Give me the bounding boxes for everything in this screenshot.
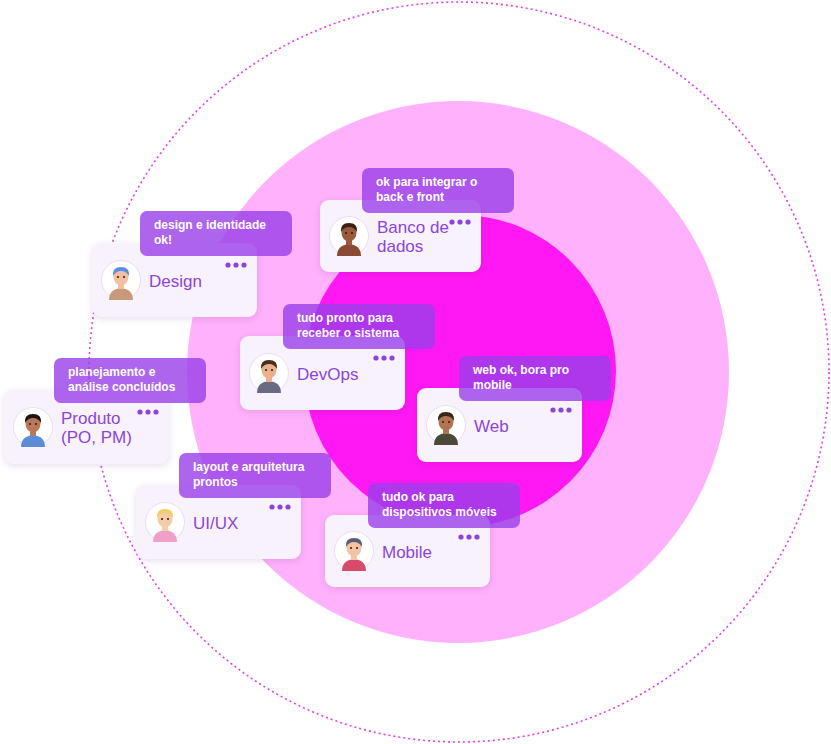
avatar-icon (249, 353, 289, 393)
menu-dot (449, 219, 454, 224)
menu-dot (558, 407, 563, 412)
role-name: Web (474, 417, 554, 436)
avatar-hair (346, 538, 362, 547)
avatar-icon (145, 502, 185, 542)
menu-dot (550, 407, 555, 412)
menu-dot (225, 262, 230, 267)
menu-dot (457, 219, 462, 224)
avatar-icon (426, 405, 466, 445)
avatar-eye (350, 547, 352, 549)
menu-dot (566, 407, 571, 412)
menu-dots (225, 262, 247, 268)
avatar-shirt (257, 381, 281, 393)
avatar-eye (29, 423, 31, 425)
menu-dots (269, 504, 291, 510)
speech-bubble: ok para integrar o back e front (362, 168, 514, 213)
avatar-hair (25, 414, 41, 423)
avatar-shirt (342, 559, 366, 571)
avatar-ground (102, 261, 141, 300)
avatar-hair (438, 412, 454, 421)
avatar-shirt (434, 433, 458, 445)
avatar-ground (330, 217, 369, 256)
avatar-icon (329, 216, 369, 256)
bubble-text: web ok, bora pro mobile (473, 363, 599, 393)
menu-dot (233, 262, 238, 267)
avatar-ground (250, 354, 289, 393)
avatar-eye (161, 518, 163, 520)
avatar-ground (146, 503, 185, 542)
avatar-eye (265, 369, 267, 371)
menu-dot (458, 534, 463, 539)
middle-circle (187, 101, 729, 643)
menu-dot (241, 262, 246, 267)
role-name: Mobile (382, 543, 462, 562)
avatar-icon (334, 531, 374, 571)
avatar-eye (35, 423, 37, 425)
avatar-ground (427, 406, 466, 445)
role-name: UI/UX (193, 514, 273, 533)
menu-dot (277, 504, 282, 509)
speech-bubble: planejamento e análise concluídos (54, 358, 206, 403)
avatar-eye (356, 547, 358, 549)
avatar-icon (101, 260, 141, 300)
bubble-text: tudo pronto para receber o sistema (297, 311, 423, 341)
role-name: Design (149, 272, 229, 291)
menu-dots (550, 407, 572, 413)
avatar-eye (351, 232, 353, 234)
menu-dot (465, 219, 470, 224)
menu-dot (285, 504, 290, 509)
avatar-hair (341, 223, 357, 232)
avatar-eye (117, 276, 119, 278)
bubble-text: layout e arquitetura prontos (193, 460, 319, 490)
bubble-text: ok para integrar o back e front (376, 175, 502, 205)
role-name: DevOps (297, 365, 377, 384)
menu-dot (389, 355, 394, 360)
menu-dot (466, 534, 471, 539)
avatar-eye (448, 421, 450, 423)
avatar-ground (14, 408, 53, 447)
speech-bubble: tudo pronto para receber o sistema (283, 304, 435, 349)
avatar-eye (123, 276, 125, 278)
avatar-ground (335, 532, 374, 571)
menu-dots (458, 534, 480, 540)
avatar-icon (13, 407, 53, 447)
bubble-text: tudo ok para dispositivos móveis (382, 490, 508, 520)
avatar-eye (345, 232, 347, 234)
avatar-hair (157, 509, 173, 518)
avatar-hair (261, 360, 277, 369)
menu-dot (145, 409, 150, 414)
menu-dot (137, 409, 142, 414)
avatar-eye (271, 369, 273, 371)
avatar-eye (167, 518, 169, 520)
avatar-hair (113, 267, 129, 276)
menu-dot (153, 409, 158, 414)
avatar-shirt (109, 288, 133, 300)
bubble-text: design e identidade ok! (154, 218, 280, 248)
menu-dot (474, 534, 479, 539)
role-name: Banco de dados (377, 218, 453, 256)
avatar-shirt (153, 530, 177, 542)
menu-dot (381, 355, 386, 360)
speech-bubble: web ok, bora pro mobile (459, 356, 611, 401)
avatar-shirt (21, 435, 45, 447)
menu-dot (373, 355, 378, 360)
menu-dots (373, 355, 395, 361)
menu-dots (137, 409, 159, 415)
menu-dot (269, 504, 274, 509)
bubble-text: planejamento e análise concluídos (68, 365, 194, 395)
menu-dots (449, 219, 471, 225)
avatar-shirt (337, 244, 361, 256)
speech-bubble: layout e arquitetura prontos (179, 453, 331, 498)
role-name: Produto (PO, PM) (61, 409, 141, 447)
speech-bubble: tudo ok para dispositivos móveis (368, 483, 520, 528)
speech-bubble: design e identidade ok! (140, 211, 292, 256)
avatar-eye (442, 421, 444, 423)
